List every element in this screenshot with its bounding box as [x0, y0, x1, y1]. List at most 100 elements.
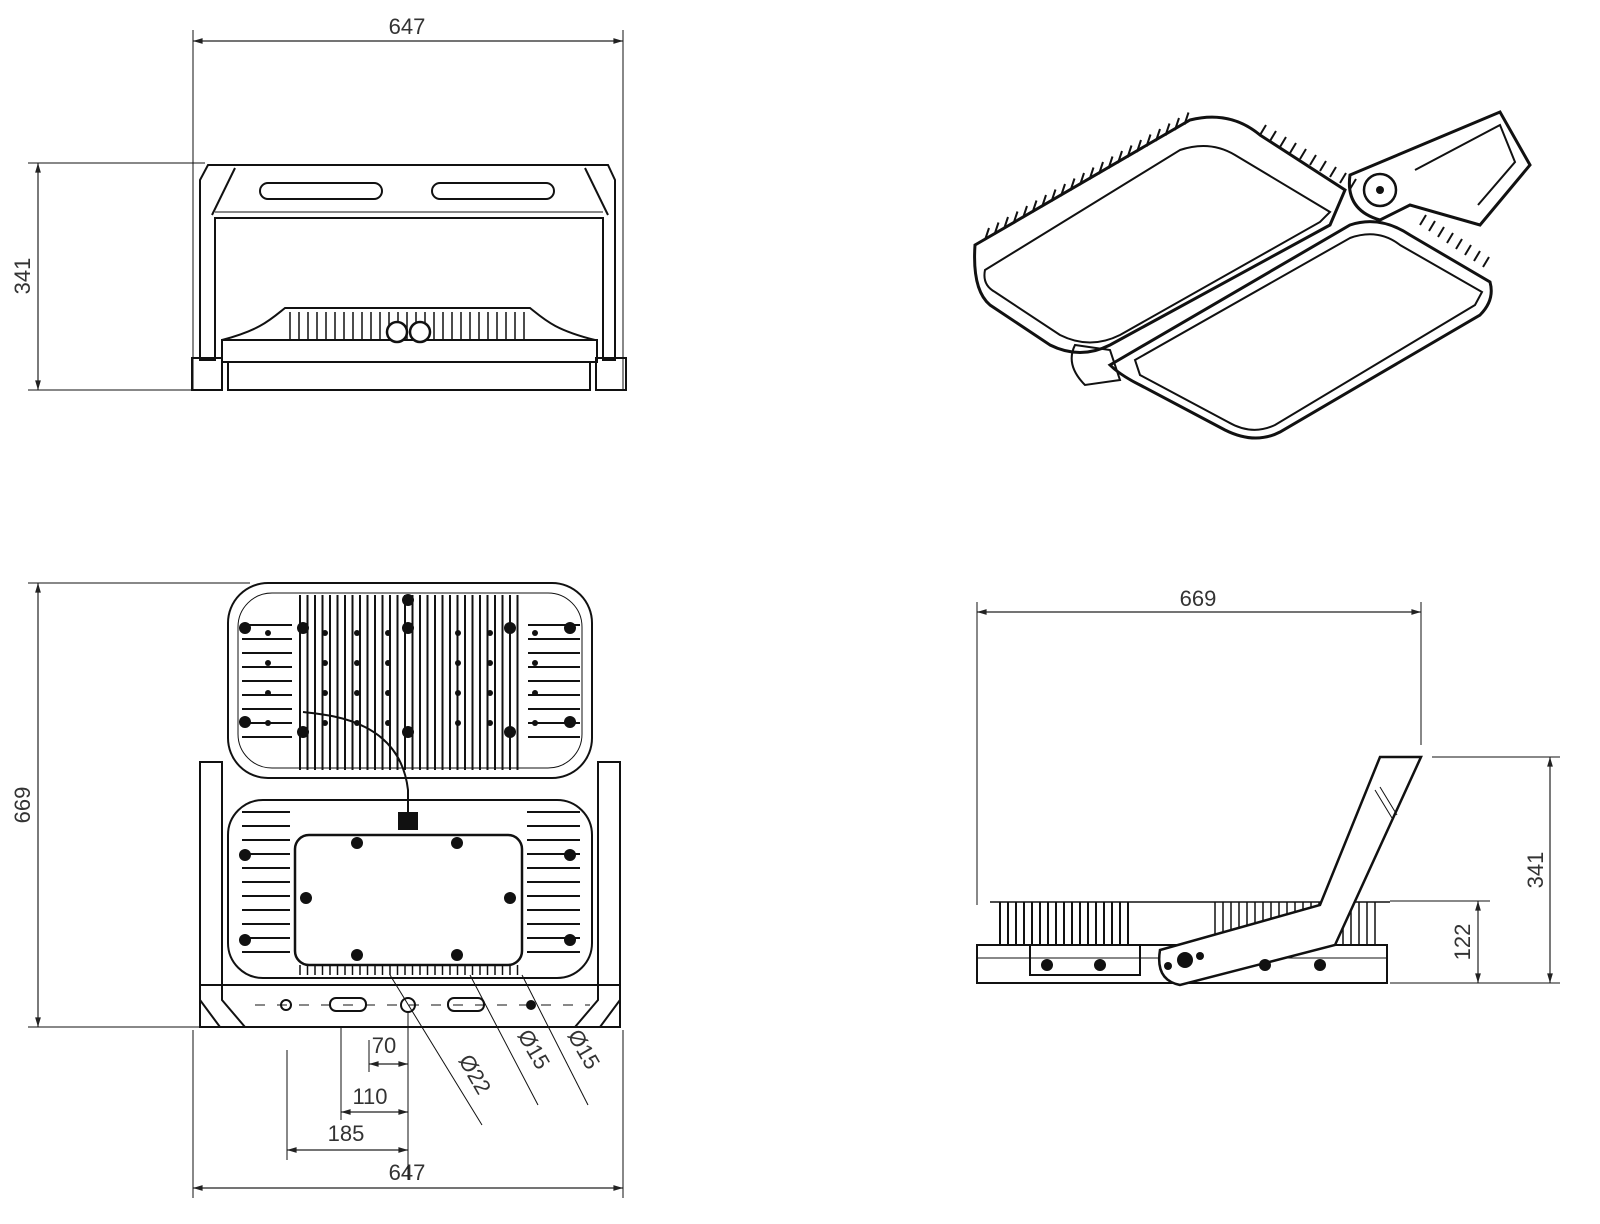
offset-dimension-110: 110 [352, 1084, 387, 1109]
offset-dimension-185: 185 [328, 1121, 365, 1146]
heatsink-fin [1428, 220, 1436, 232]
heatsink-fin [1022, 205, 1028, 219]
heatsink-fin [1299, 148, 1307, 160]
hole-diameter-15-b: Ø15 [563, 1025, 605, 1074]
hole-diameter-15-a: Ø15 [513, 1025, 555, 1074]
screw-hole [532, 720, 538, 726]
heatsink-fin [1050, 189, 1057, 202]
heatsink-fin [1041, 194, 1047, 208]
heatsink-fin [1088, 167, 1095, 180]
heatsink-fin [1259, 124, 1267, 136]
screw-hole [487, 660, 493, 666]
screw-hole [300, 892, 312, 904]
screw-hole [532, 630, 538, 636]
screw-hole [354, 690, 360, 696]
heatsink-fin [1117, 150, 1123, 164]
screw-hole [385, 720, 391, 726]
heatsink-fin [1339, 172, 1347, 184]
heatsink-fin [1174, 117, 1180, 131]
heatsink-fin [1003, 216, 1009, 230]
front-view: 647 341 [10, 14, 627, 391]
heatsink-fin [1269, 130, 1277, 142]
screw-hole [385, 660, 391, 666]
screw-hole [322, 690, 328, 696]
screw-hole [487, 630, 493, 636]
heatsink-fin [1145, 134, 1152, 147]
screw-hole [564, 849, 576, 861]
heatsink-fin [993, 222, 1000, 235]
screw-hole [487, 690, 493, 696]
screw-hole [402, 594, 414, 606]
side-view: 669 341 122 [976, 586, 1560, 987]
heatsink-fin [1349, 178, 1357, 190]
screw-hole [402, 622, 414, 634]
bottom-width-dimension: 647 [389, 1160, 426, 1185]
bottom-view: 669 647 70 110 185 [10, 582, 624, 1198]
screw-hole [487, 720, 493, 726]
screw-hole [504, 726, 516, 738]
heatsink-fin [1155, 128, 1161, 142]
heatsink-fin [1309, 154, 1317, 166]
screw-hole [451, 949, 463, 961]
screw-hole [504, 622, 516, 634]
screw-hole [354, 630, 360, 636]
screw-hole [455, 660, 461, 666]
screw-hole [265, 660, 271, 666]
screw-hole [239, 849, 251, 861]
heatsink-fin [1183, 112, 1190, 125]
screw-hole [239, 622, 251, 634]
screw-hole [265, 720, 271, 726]
screw-hole [385, 690, 391, 696]
heatsink-fin [1079, 172, 1085, 186]
heatsink-fin [1126, 145, 1133, 158]
heatsink-fin [1319, 160, 1327, 172]
heatsink-fin [1012, 211, 1019, 224]
heatsink-fin [1482, 256, 1490, 268]
screw-hole [265, 690, 271, 696]
screw-hole [402, 726, 414, 738]
heatsink-fin [1289, 142, 1297, 154]
heatsink-fin [1455, 238, 1463, 250]
side-height-dimension: 341 [1523, 852, 1548, 889]
screw-hole [239, 934, 251, 946]
screw-hole [564, 716, 576, 728]
heatsink-fin [1164, 123, 1171, 136]
heatsink-fin [1136, 139, 1142, 153]
screw-hole [532, 690, 538, 696]
heatsink-fin [1437, 226, 1445, 238]
screw-hole [239, 716, 251, 728]
isometric-view [973, 110, 1532, 440]
heatsink-fin [1446, 232, 1454, 244]
heatsink-fin [1107, 156, 1114, 169]
screw-hole [322, 660, 328, 666]
screw-hole [351, 949, 363, 961]
heatsink-fin [984, 227, 990, 241]
screw-hole [385, 630, 391, 636]
screw-hole [451, 837, 463, 849]
heatsink-fin [1031, 200, 1038, 213]
screw-hole [504, 892, 516, 904]
screw-hole [564, 934, 576, 946]
screw-hole [455, 630, 461, 636]
heatsink-fin [1060, 183, 1066, 197]
bottom-height-dimension: 669 [10, 787, 35, 824]
heatsink-fin [1329, 166, 1337, 178]
screw-hole [532, 660, 538, 666]
screw-hole [297, 622, 309, 634]
heatsink-fin [1473, 250, 1481, 262]
screw-hole [265, 630, 271, 636]
front-height-dimension: 341 [10, 258, 35, 295]
screw-hole [455, 690, 461, 696]
hole-diameter-22: Ø22 [454, 1050, 496, 1099]
side-pivot-dimension: 122 [1450, 924, 1475, 961]
heatsink-fin [1069, 178, 1076, 191]
offset-dimension-70: 70 [372, 1033, 396, 1058]
heatsink-fin [1279, 136, 1287, 148]
screw-hole [354, 660, 360, 666]
screw-hole [455, 720, 461, 726]
side-width-dimension: 669 [1180, 586, 1217, 611]
screw-hole [297, 726, 309, 738]
screw-hole [322, 630, 328, 636]
heatsink-fin [1464, 244, 1472, 256]
